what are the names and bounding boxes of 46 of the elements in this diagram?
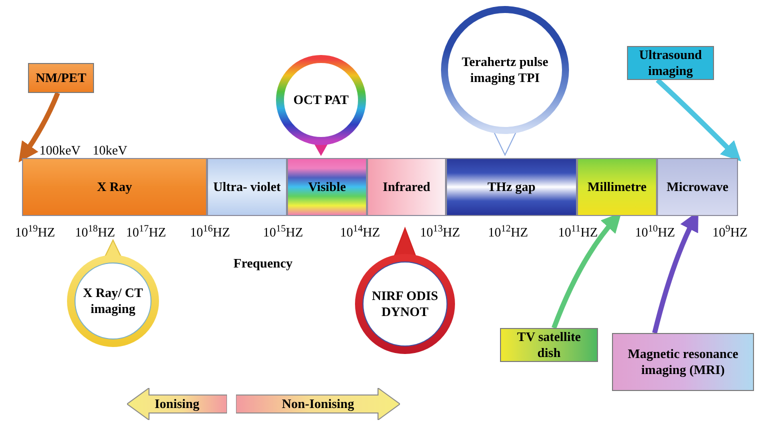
node-label: Ultrasound imaging	[638, 46, 703, 80]
node-label: Terahertz pulse imaging TPI	[460, 54, 550, 86]
spectrum-band	[207, 158, 287, 216]
scale-label: 10keV	[92, 141, 128, 160]
scale-label: 10$^{12}$HZ	[488, 222, 528, 242]
scale-label: 10$^{13}$HZ	[420, 222, 460, 242]
modality-box	[612, 333, 754, 391]
banner	[127, 388, 227, 420]
node-label: Magnetic resonance imaging (MRI)	[626, 346, 740, 378]
node-label: NM/PET	[36, 70, 86, 86]
node-label: Ultra- violet	[213, 178, 281, 196]
node-label: Microwave	[666, 178, 728, 196]
node-label: Infrared	[382, 178, 430, 196]
node-label: THz gap	[487, 178, 536, 196]
scale-label: 100keV	[39, 141, 81, 160]
spectrum-band	[367, 158, 446, 216]
node-label: Ionising	[154, 396, 200, 412]
modality-box	[28, 63, 94, 93]
spectrum-band	[657, 158, 738, 216]
spectrum-band	[22, 158, 207, 216]
modality-box	[500, 328, 598, 362]
node-label: Visible	[308, 178, 346, 196]
scale-label: 10$^{17}$HZ	[126, 222, 166, 242]
node-label: OCT PAT	[293, 92, 349, 108]
node-label: Millimetre	[588, 178, 646, 196]
curved-arrow	[656, 78, 742, 162]
node-label: Non-Ionising	[282, 396, 354, 412]
scale-label: 10$^{9}$HZ	[712, 222, 748, 242]
node-label: X Ray	[96, 178, 132, 196]
modality-box	[627, 46, 714, 80]
node-label: TV satellite dish	[516, 328, 582, 362]
axis-title: Frequency	[234, 254, 292, 272]
node-label: NIRF ODIS DYNOT	[370, 288, 440, 320]
curved-arrow	[18, 92, 60, 162]
node-label: X Ray/ CT imaging	[82, 284, 144, 318]
banner	[236, 388, 400, 420]
scale-label: 10$^{10}$HZ	[634, 222, 676, 242]
scale-label: 10$^{18}$HZ	[74, 222, 116, 242]
spectrum-band	[287, 158, 367, 216]
scale-label: 10$^{16}$HZ	[190, 222, 230, 242]
spectrum-band	[577, 158, 657, 216]
scale-label: 10$^{11}$HZ	[558, 222, 598, 242]
spectrum-band	[446, 158, 577, 216]
scale-label: 10$^{19}$HZ	[14, 222, 56, 242]
scale-label: 10$^{14}$HZ	[340, 222, 380, 242]
scale-label: 10$^{15}$HZ	[262, 222, 304, 242]
